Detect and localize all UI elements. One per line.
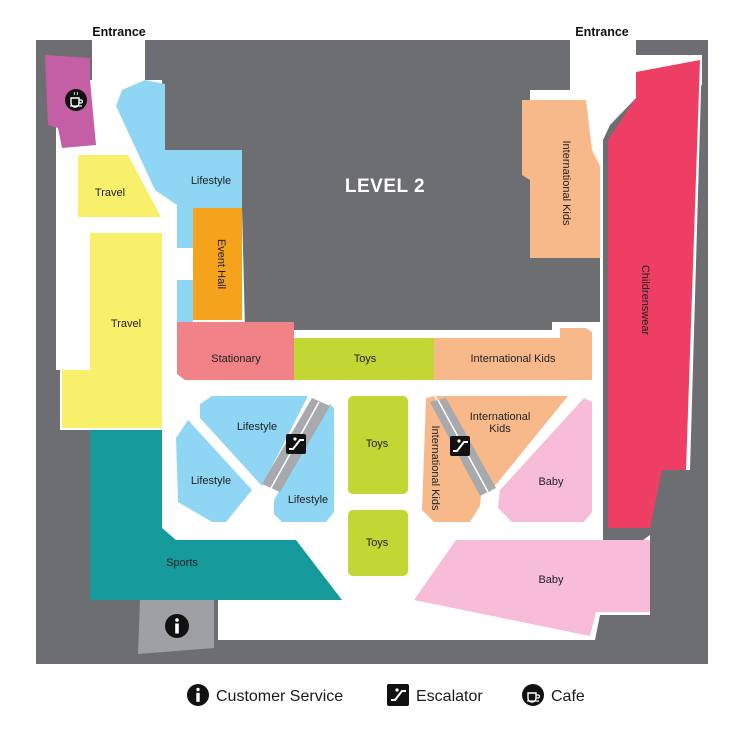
cafe-icon xyxy=(522,684,544,706)
store-baby-small[interactable] xyxy=(498,398,592,522)
store-label-baby-small: Baby xyxy=(538,476,564,488)
store-lifestyle-center-top[interactable] xyxy=(200,396,308,486)
store-international-kids-strip[interactable] xyxy=(434,328,592,380)
legend-escalator-label: Escalator xyxy=(416,688,483,705)
store-label-toys-strip: Toys xyxy=(354,353,377,365)
store-international-kids-upper[interactable] xyxy=(522,100,600,258)
store-label-travel-lower: Travel xyxy=(111,318,141,330)
store-event-hall[interactable] xyxy=(193,208,242,320)
store-label-lifestyle-center-left: Lifestyle xyxy=(191,475,231,487)
store-lifestyle-center-left[interactable] xyxy=(176,420,252,522)
store-toys-strip[interactable] xyxy=(294,338,434,380)
store-label-lifestyle-center-top: Lifestyle xyxy=(237,421,277,433)
legend-cafe-label: Cafe xyxy=(551,688,585,705)
store-lifestyle-sliver xyxy=(177,280,193,322)
escalator-icon xyxy=(450,436,470,456)
store-label-baby-large: Baby xyxy=(538,574,564,586)
store-toys-center-bottom[interactable] xyxy=(348,510,408,576)
store-label-toys-center-top: Toys xyxy=(366,438,389,450)
entrance-right-label: Entrance xyxy=(575,25,629,39)
store-label-travel-upper: Travel xyxy=(95,187,125,199)
store-travel-lower[interactable] xyxy=(62,233,162,428)
store-childrenswear[interactable] xyxy=(608,60,700,528)
customer-service-icon xyxy=(187,684,209,706)
store-label-international-kids-upper: International Kids xyxy=(560,141,572,226)
store-baby-large[interactable] xyxy=(414,540,650,636)
store-travel-upper[interactable] xyxy=(78,155,161,217)
legend: Customer Service Escalator Cafe xyxy=(187,684,585,706)
store-lifestyle-upper[interactable] xyxy=(116,80,242,248)
store-label-international-kids-center-1: International xyxy=(470,411,531,423)
store-label-stationary: Stationary xyxy=(211,353,261,365)
store-label-toys-center-bottom: Toys xyxy=(366,537,389,549)
store-label-international-kids-center-2: Kids xyxy=(489,423,511,435)
store-international-kids-vertical[interactable] xyxy=(422,396,482,522)
store-label-childrenswear: Childrenswear xyxy=(639,265,651,336)
escalator-icon xyxy=(286,434,306,454)
cafe-icon[interactable] xyxy=(65,89,87,111)
store-label-event-hall: Event Hall xyxy=(215,239,227,289)
store-label-international-kids-strip: International Kids xyxy=(471,353,556,365)
store-lifestyle-center-right[interactable] xyxy=(274,404,334,522)
level-title: LEVEL 2 xyxy=(345,176,425,197)
store-sports[interactable] xyxy=(90,430,342,600)
customer-service-icon[interactable] xyxy=(165,614,189,638)
legend-customer-service-label: Customer Service xyxy=(216,688,343,705)
store-toys-center-top[interactable] xyxy=(348,396,408,494)
store-label-sports: Sports xyxy=(166,557,198,569)
escalator-icon xyxy=(387,684,409,706)
store-label-international-kids-vertical: International Kids xyxy=(429,426,441,511)
store-label-lifestyle-center-right: Lifestyle xyxy=(288,494,328,506)
entrance-left-label: Entrance xyxy=(92,25,146,39)
store-stationary[interactable] xyxy=(177,322,294,380)
store-label-lifestyle-upper: Lifestyle xyxy=(191,175,231,187)
